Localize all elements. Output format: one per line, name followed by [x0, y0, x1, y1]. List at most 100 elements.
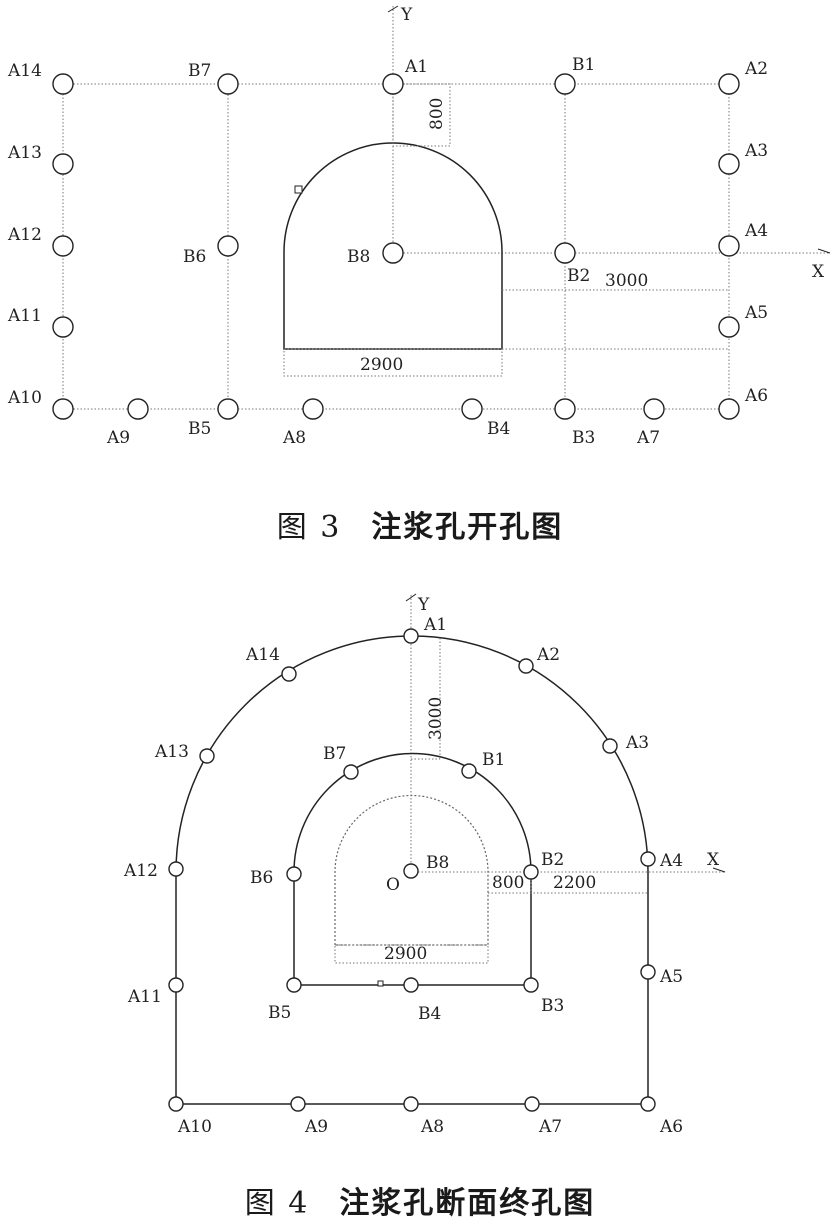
figure-3-title: 注浆孔开孔图	[371, 510, 564, 545]
hole-b7	[343, 764, 359, 780]
label-b2: B2	[567, 266, 590, 286]
hole-b5	[286, 977, 302, 993]
label-b8: B8	[426, 853, 449, 873]
hole-a2	[518, 658, 534, 674]
hole-b6	[217, 235, 239, 257]
dim-2900-label: 2900	[384, 944, 427, 964]
label-a3: A3	[625, 733, 649, 753]
label-b7: B7	[323, 744, 346, 764]
dim-800-label: 800	[427, 98, 447, 130]
label-a10: A10	[7, 388, 42, 408]
figure-3-number: 图 3	[276, 510, 342, 545]
hole-a6	[640, 1096, 656, 1112]
dim-2200-label: 2200	[553, 873, 596, 893]
middle-hoop	[293, 752, 532, 986]
label-b4: B4	[487, 419, 510, 439]
label-a1: A1	[404, 57, 428, 77]
label-a12: A12	[123, 861, 158, 881]
label-b5: B5	[188, 419, 211, 439]
label-b8: B8	[347, 247, 370, 267]
hole-a14	[281, 666, 297, 682]
hole-b2	[523, 864, 539, 880]
hole-a2	[718, 73, 740, 95]
label-a14: A14	[7, 61, 42, 81]
label-a8: A8	[420, 1117, 444, 1137]
hole-a3	[602, 738, 618, 754]
hole-a9	[290, 1096, 306, 1112]
hole-b4	[461, 398, 483, 420]
label-b3: B3	[541, 996, 564, 1016]
hole-a14	[52, 73, 74, 95]
hole-a6	[718, 398, 740, 420]
figure-3-svg: 800 3000 2900 Y X A14 B7 A1 B1 A2 A13 A3…	[7, 5, 831, 448]
origin-label: O	[386, 875, 400, 895]
label-a14: A14	[245, 645, 280, 665]
x-axis-label: X	[812, 262, 825, 282]
inner-tunnel-section	[334, 794, 489, 946]
figure-4-title: 注浆孔断面终孔图	[339, 1186, 596, 1221]
label-b2: B2	[541, 850, 564, 870]
label-a2: A2	[536, 645, 560, 665]
hole-a10	[52, 398, 74, 420]
y-axis-tick	[387, 5, 399, 13]
hole-b4	[403, 977, 419, 993]
hole-b8	[403, 863, 419, 879]
label-a7: A7	[636, 428, 660, 448]
label-a9: A9	[304, 1117, 328, 1137]
label-a13: A13	[154, 742, 189, 762]
label-a9: A9	[106, 428, 130, 448]
dim-3000-label: 3000	[426, 697, 446, 740]
label-a12: A12	[7, 225, 42, 245]
label-a5: A5	[744, 303, 768, 323]
hole-b1	[554, 73, 576, 95]
hole-a4	[718, 235, 740, 257]
hole-a10	[168, 1096, 184, 1112]
hole-b2	[554, 242, 576, 264]
label-a1: A1	[423, 615, 447, 635]
tunnel-section	[283, 142, 503, 350]
hole-b8	[382, 242, 404, 264]
hole-b1	[461, 763, 477, 779]
dim-800-label: 800	[492, 873, 524, 893]
label-a8: A8	[282, 428, 306, 448]
label-b5: B5	[268, 1003, 291, 1023]
hole-a9	[127, 398, 149, 420]
hole-a5	[718, 316, 740, 338]
hole-b3	[523, 977, 539, 993]
label-a11: A11	[127, 987, 162, 1007]
x-axis-tick	[817, 248, 831, 254]
hole-a12	[52, 235, 74, 257]
y-axis-label: Y	[417, 595, 430, 615]
small-marker	[377, 980, 384, 987]
hole-b6	[286, 866, 302, 882]
figure-4-svg: 3000 800 2200 2900 Y X O A1 A2 A3 A4 A5 …	[123, 593, 726, 1137]
label-a7: A7	[538, 1117, 562, 1137]
hole-a11	[168, 977, 184, 993]
hole-a13	[52, 153, 74, 175]
dim-800-box	[392, 83, 451, 147]
figure-4-section-layout: 3000 800 2200 2900 Y X O A1 A2 A3 A4 A5 …	[0, 575, 840, 1165]
x-axis-label: X	[707, 850, 720, 870]
dim-3000-label: 3000	[605, 271, 648, 291]
dim-2900-label: 2900	[360, 355, 403, 375]
hole-a8	[403, 1096, 419, 1112]
hole-a1	[382, 73, 404, 95]
label-a10: A10	[177, 1117, 212, 1137]
hole-a13	[199, 748, 215, 764]
hole-b3	[554, 398, 576, 420]
label-a2: A2	[744, 59, 768, 79]
y-axis-label: Y	[400, 5, 413, 25]
label-b1: B1	[572, 55, 595, 75]
label-a3: A3	[744, 141, 768, 161]
label-a6: A6	[659, 1117, 683, 1137]
hole-a12	[168, 861, 184, 877]
hole-a7	[643, 398, 665, 420]
hole-a3	[718, 153, 740, 175]
hole-a5	[640, 964, 656, 980]
hole-a8	[302, 398, 324, 420]
figure-4-number: 图 4	[244, 1186, 310, 1221]
label-b1: B1	[482, 750, 505, 770]
label-a5: A5	[659, 967, 683, 987]
label-b7: B7	[188, 61, 211, 81]
small-marker	[294, 185, 303, 194]
